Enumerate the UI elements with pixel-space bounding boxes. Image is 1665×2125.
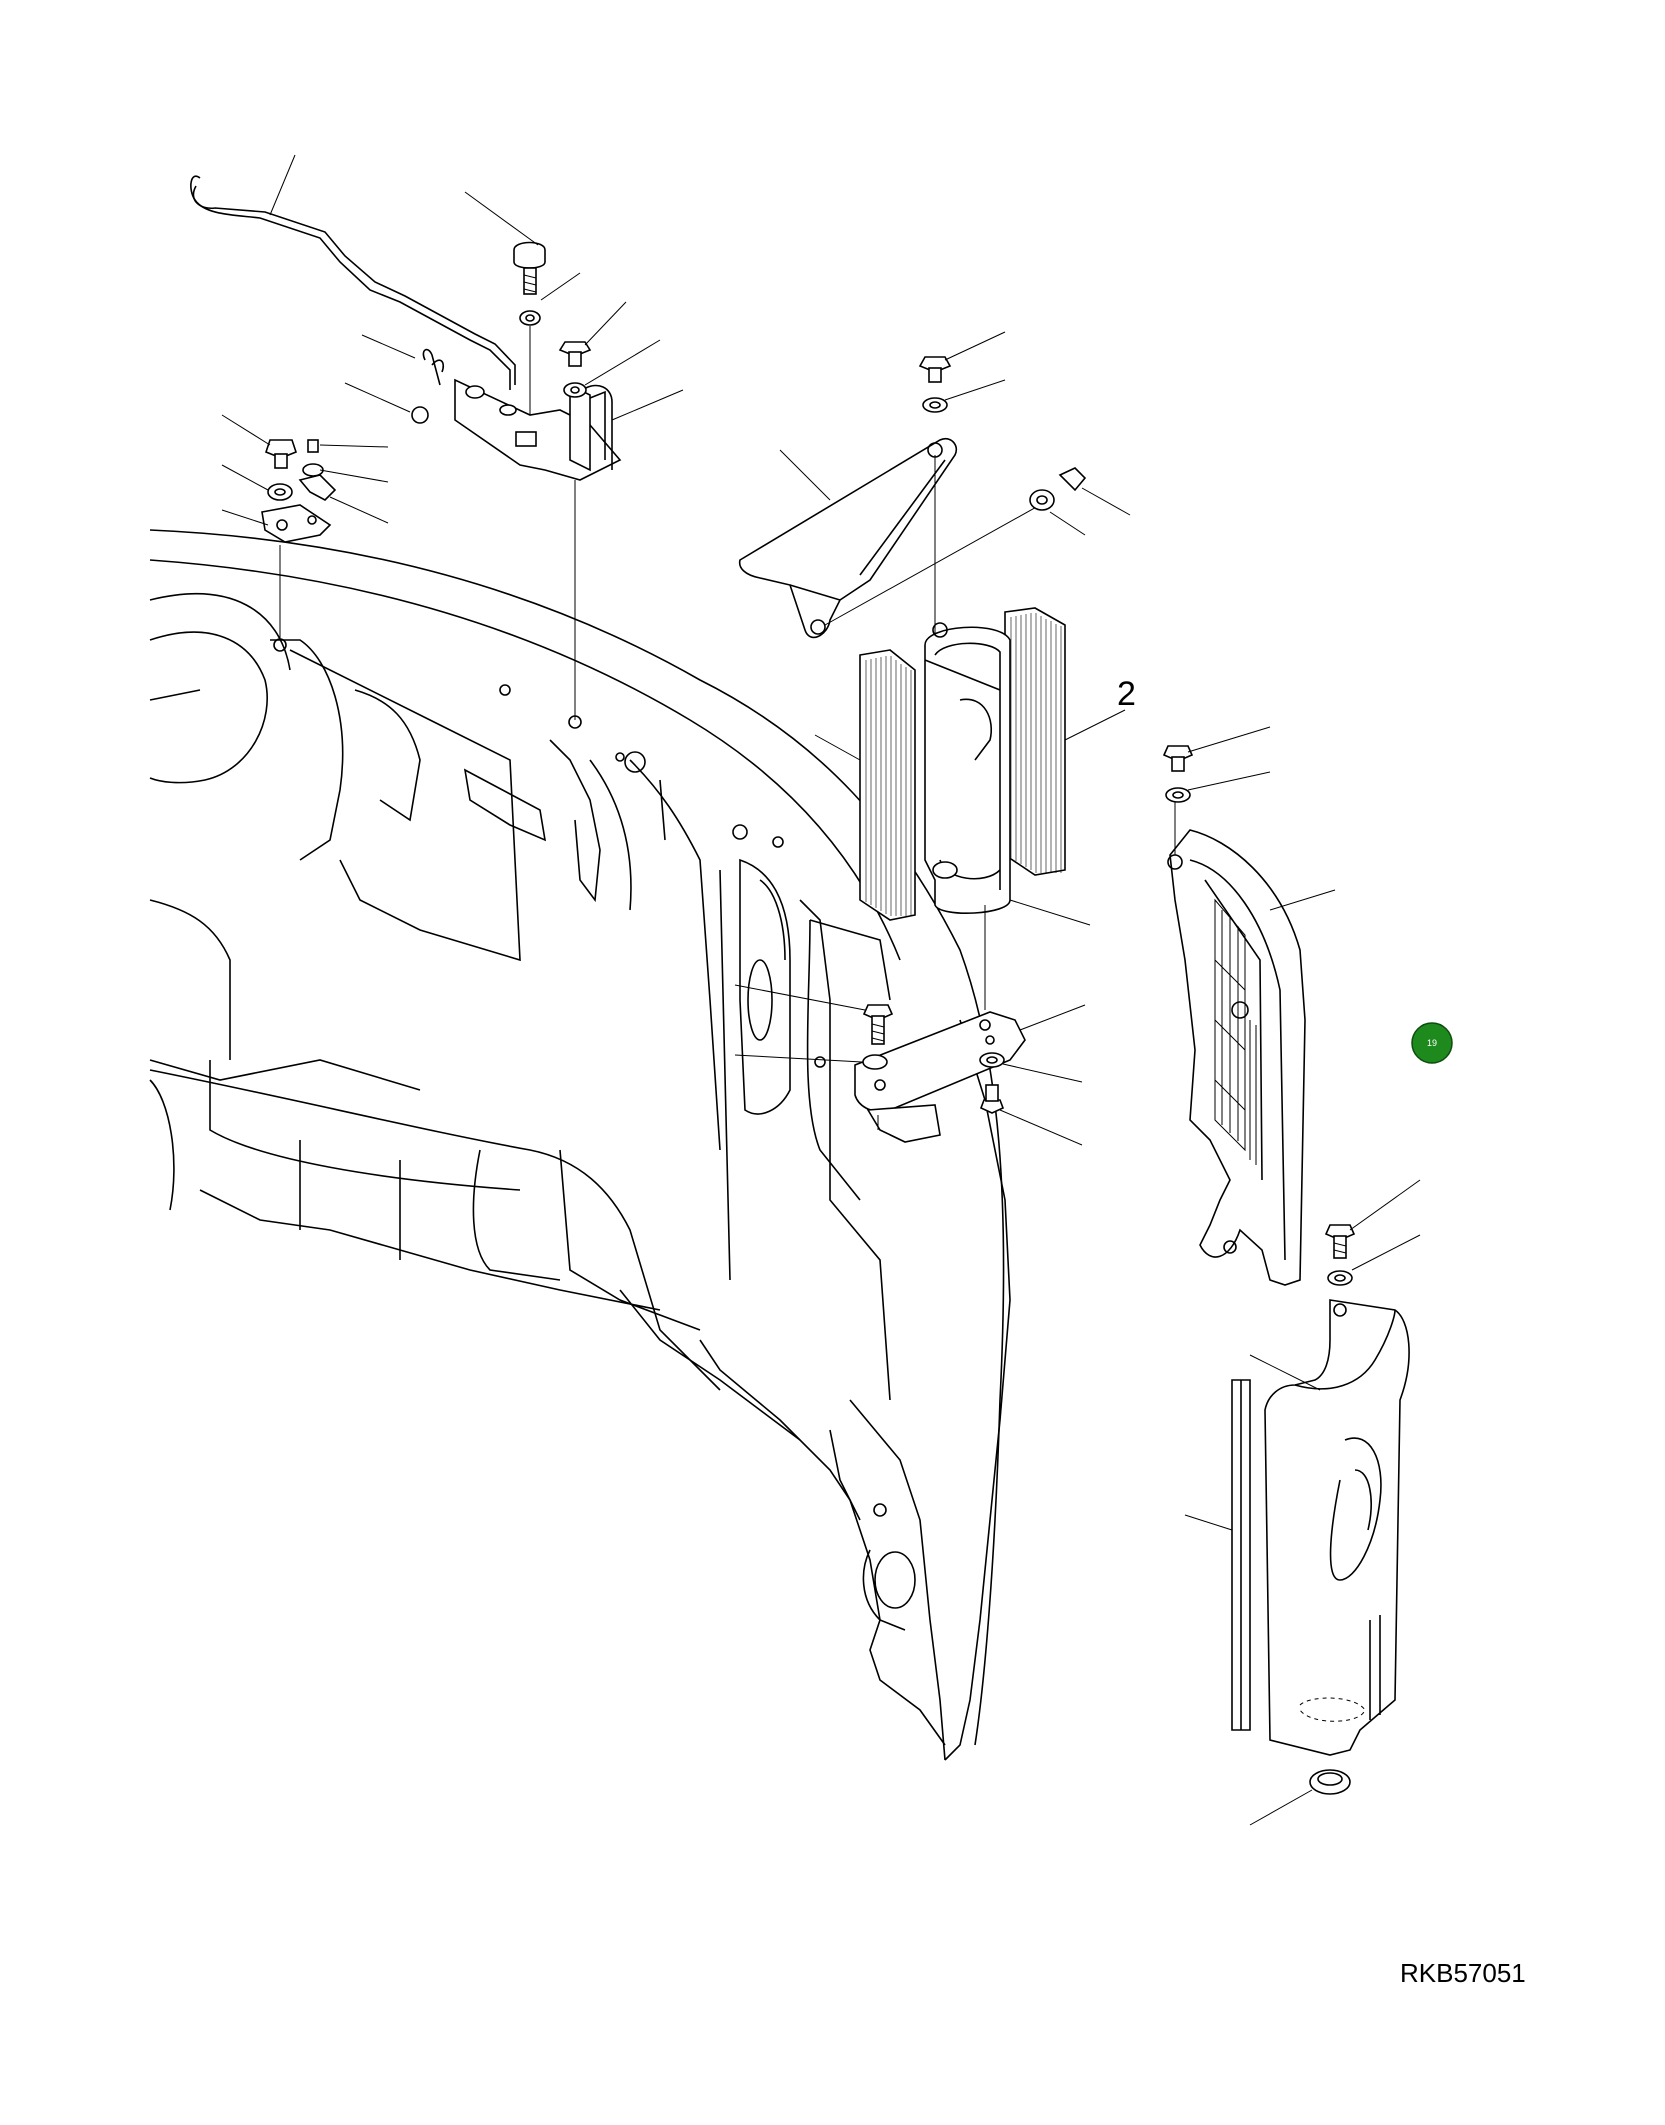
grommet [1249,1769,1351,1826]
marker-badge[interactable] [1411,1022,1453,1064]
left-fastener-group [221,414,389,640]
upper-hinge-bracket [344,334,622,720]
grille-fasteners [1162,726,1271,803]
upper-fasteners [558,301,684,421]
filter-pads: 2 [814,607,1136,921]
top-right-fasteners [918,331,1131,536]
knob-assembly [464,191,581,440]
grille-panel [1167,800,1336,1286]
reference-marker[interactable]: 19 [1411,1022,1453,1064]
drawing-code: RKB57051 [1400,1958,1526,1988]
top-bracket [738,437,1041,640]
rod [190,154,516,390]
side-cover [1249,1299,1410,1756]
seal-strip [1184,1379,1251,1731]
callout-label: 2 [1117,675,1136,713]
air-duct [924,622,1091,1010]
lower-right-fasteners [1324,1179,1421,1286]
marker-label: 19 [1427,1038,1437,1048]
body-panel [149,529,1011,1761]
lower-bracket [734,984,1086,1146]
